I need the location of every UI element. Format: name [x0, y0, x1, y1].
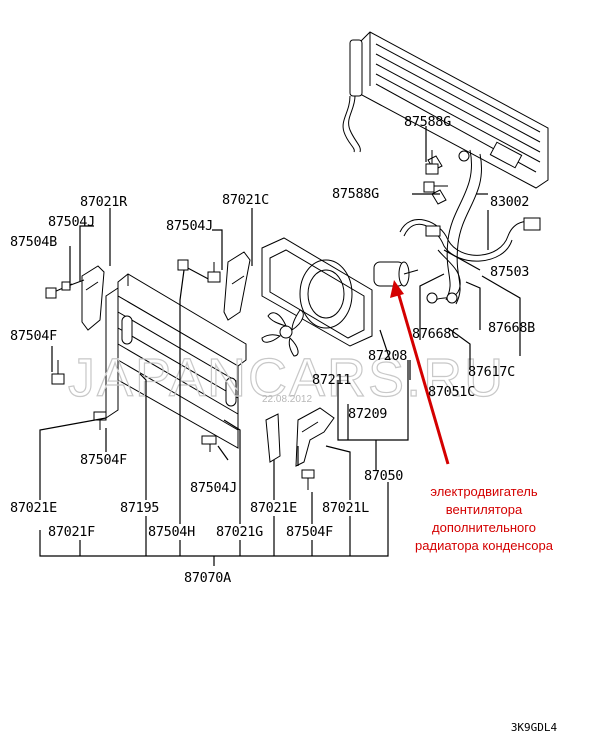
brackets-drawing [81, 251, 335, 467]
annotation-line-2: вентилятора [446, 502, 523, 517]
sub-radiator-drawing [105, 273, 247, 449]
label-87504J-top: 87504J [166, 218, 213, 234]
label-87588G-lower: 87588G [332, 186, 379, 202]
pipes-and-wiring-drawing [399, 149, 541, 305]
bolt-87504F-mid [93, 411, 107, 430]
label-87051C: 87051C [428, 384, 475, 400]
bolt-87588G-2 [423, 181, 448, 193]
watermark-date: 22.08.2012 [262, 394, 312, 405]
annotation-line-3: дополнительного [432, 520, 536, 535]
label-87504F-mid: 87504F [80, 452, 127, 468]
label-87211: 87211 [312, 372, 351, 388]
bolt-87504F-left [51, 360, 65, 385]
label-83002: 83002 [490, 194, 529, 210]
label-87504F-low: 87504F [286, 524, 333, 540]
annotation-line-4: радиатора конденсора [415, 538, 554, 553]
label-87021F: 87021F [48, 524, 95, 540]
label-87021L: 87021L [322, 500, 369, 516]
label-87195: 87195 [120, 500, 159, 516]
annotation-text: электродвигатель вентилятора дополнитель… [415, 484, 554, 553]
leader-lines [39, 126, 521, 566]
label-87050: 87050 [364, 468, 403, 484]
label-87504H: 87504H [148, 524, 195, 540]
bolt-87504F-low [301, 469, 315, 490]
annotation-arrow [390, 280, 450, 465]
bolt-87588G-1 [425, 150, 439, 175]
label-87504J-left: 87504J [48, 214, 95, 230]
label-87021G: 87021G [216, 524, 263, 540]
label-87070A: 87070A [184, 570, 231, 586]
label-87668C: 87668C [412, 326, 459, 342]
label-87617C: 87617C [468, 364, 515, 380]
label-87503: 87503 [490, 264, 529, 280]
fan-blade-drawing [261, 309, 304, 357]
part-labels: 87588G 87588G 83002 87503 87668C 87668B … [10, 114, 535, 586]
label-87021E-left: 87021E [10, 500, 57, 516]
label-87021E-right: 87021E [250, 500, 297, 516]
diagram-code: 3K9GDL4 [511, 721, 558, 734]
condenser-drawing [342, 31, 549, 189]
label-87668B: 87668B [488, 320, 535, 336]
label-87504J-low: 87504J [190, 480, 237, 496]
annotation-line-1: электродвигатель [430, 484, 537, 499]
bolts-drawing [45, 150, 448, 490]
bolt-87504J-left [61, 279, 85, 291]
watermark: JAPANCARS.RU [68, 348, 505, 408]
label-87588G-upper: 87588G [404, 114, 451, 130]
bolt-87504J-low [201, 435, 217, 452]
fan-shroud-drawing [261, 237, 419, 347]
label-87208: 87208 [368, 348, 407, 364]
label-87021C: 87021C [222, 192, 269, 208]
bolt-87504J-mid [207, 262, 221, 283]
label-87021R: 87021R [80, 194, 128, 210]
label-87209: 87209 [348, 406, 387, 422]
label-87504F-left: 87504F [10, 328, 57, 344]
label-87504B: 87504B [10, 234, 57, 250]
